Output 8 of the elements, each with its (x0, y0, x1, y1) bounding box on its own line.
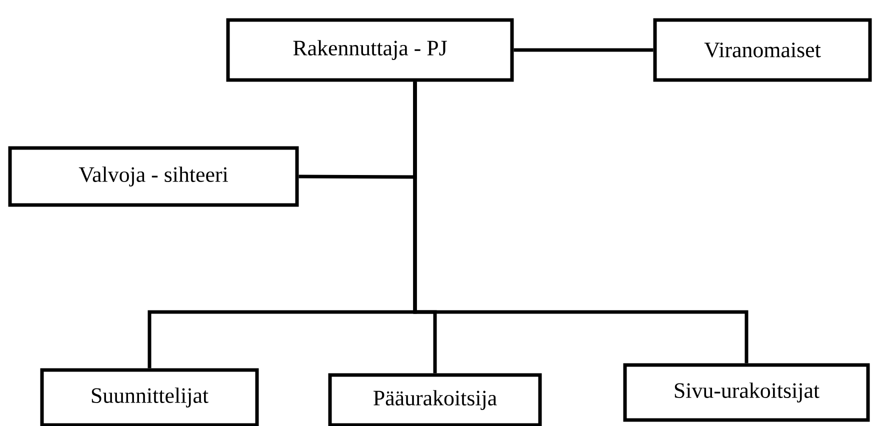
org-box: Sivu-urakoitsijat (623, 363, 870, 422)
org-box: Pääurakoitsija (328, 373, 542, 426)
connector-line (514, 48, 654, 52)
org-box: Valvoja - sihteeri (8, 146, 299, 207)
org-box: Suunnittelijat (40, 368, 259, 426)
org-box: Rakennuttaja - PJ (226, 18, 514, 82)
org-box: Viranomaiset (653, 18, 872, 82)
connector-line (413, 82, 748, 364)
